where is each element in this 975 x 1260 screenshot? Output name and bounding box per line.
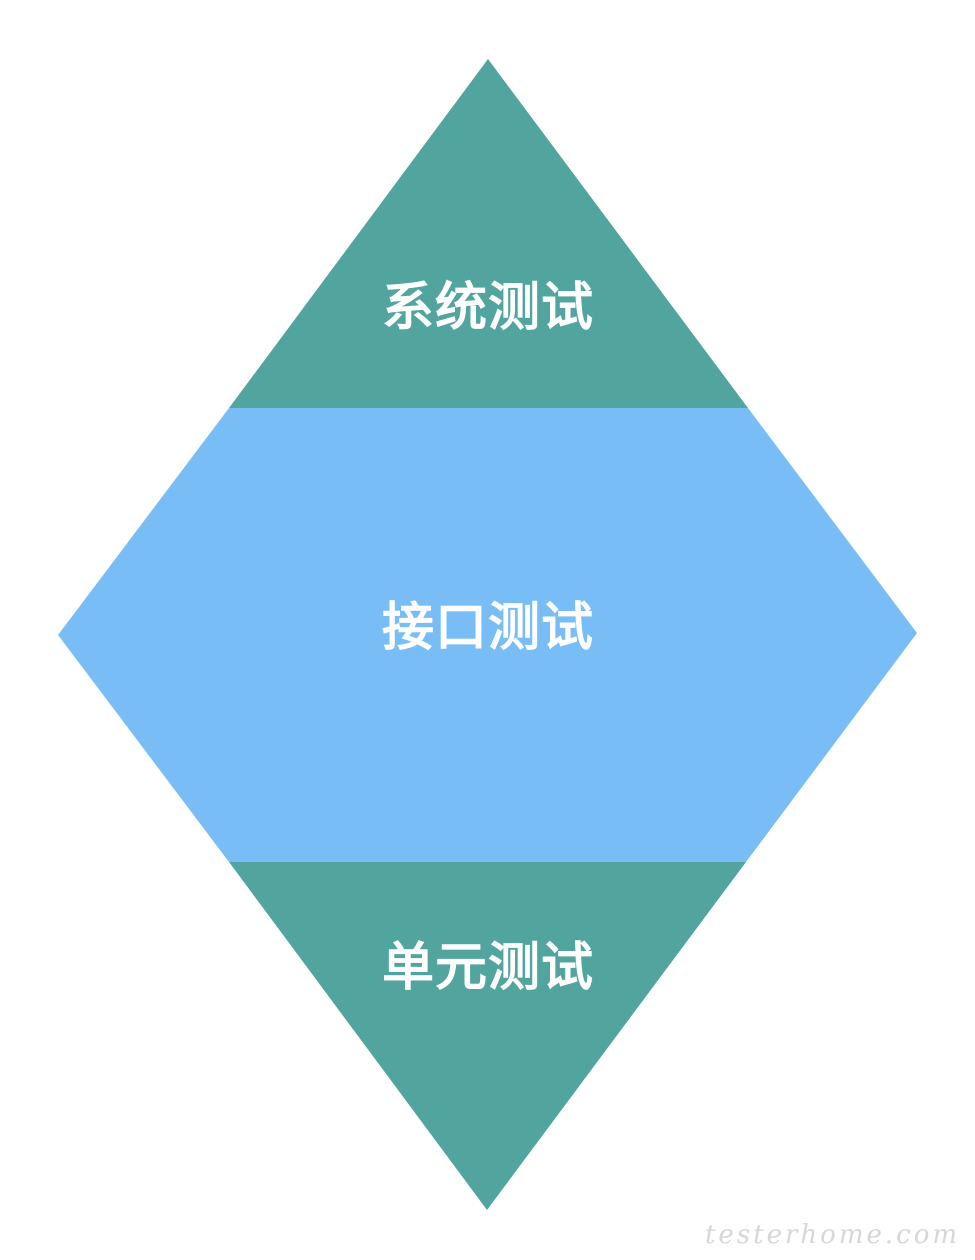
system-test-layer [229,59,748,408]
interface-test-label: 接口测试 [382,598,594,658]
interface-test-layer [58,408,917,862]
unit-test-layer [229,862,746,1210]
system-test-label: 系统测试 [382,278,594,338]
unit-test-label: 单元测试 [382,938,594,998]
watermark-text: testerhome.com [705,1220,960,1250]
